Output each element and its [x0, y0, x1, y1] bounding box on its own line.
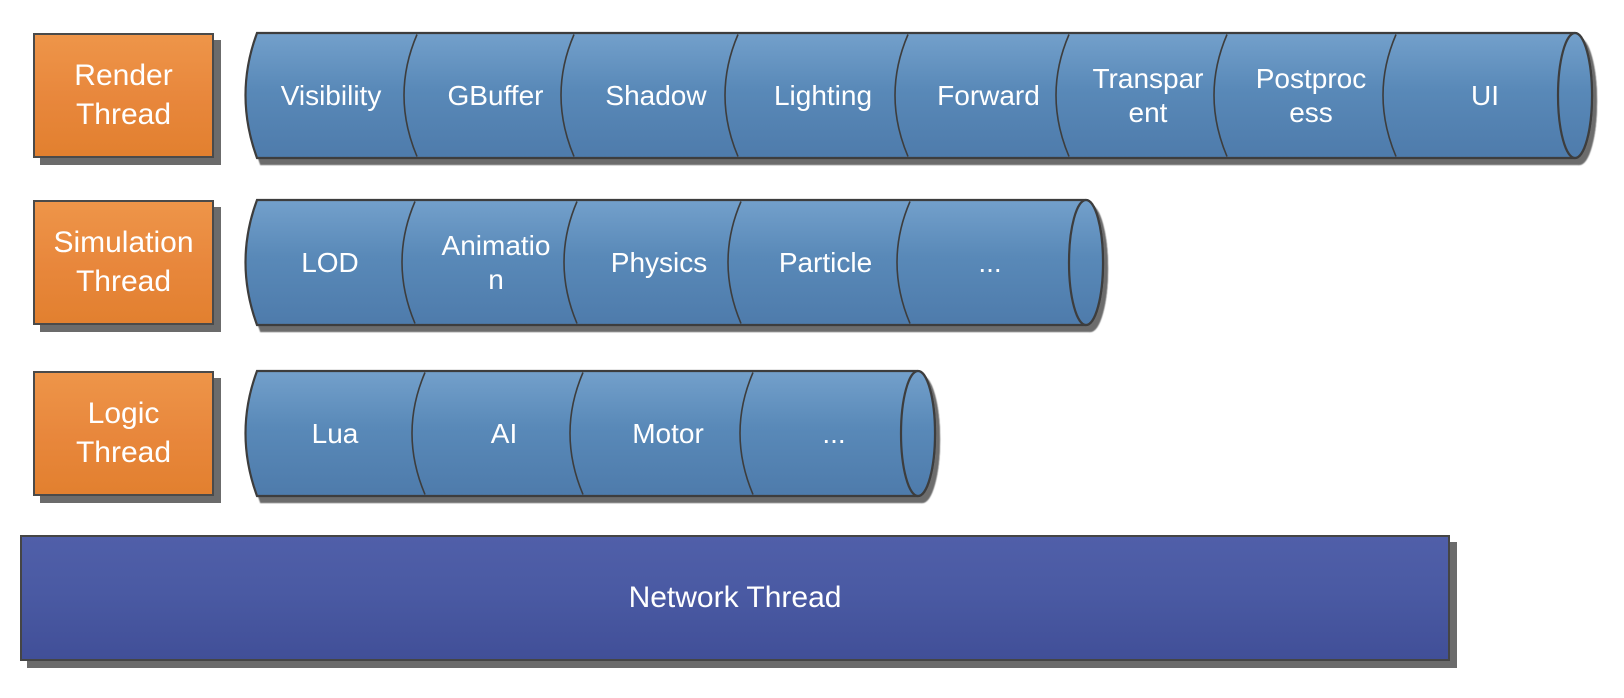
cylinder-end-cap [899, 369, 937, 498]
stage-divider [1055, 34, 1070, 157]
network-thread-bar: Network Thread [20, 535, 1450, 661]
stage-divider [739, 372, 754, 495]
stage-label-more-logic: ... [822, 417, 846, 449]
stage-divider [563, 201, 578, 324]
stage-label-more-simulation: ... [978, 246, 1002, 278]
stage-label-animation: Animation [441, 230, 551, 295]
stage-label-particle: Particle [778, 246, 873, 278]
stage-label-visibility: Visibility [280, 79, 382, 111]
stage-divider [724, 34, 739, 157]
simulation-pipeline-cylinder [244, 198, 1105, 327]
stage-label-lighting: Lighting [773, 79, 873, 111]
stage-label-lod: LOD [301, 246, 359, 278]
stage-divider [560, 34, 575, 157]
stage-divider [569, 372, 584, 495]
stage-label-motor: Motor [632, 417, 704, 449]
stage-divider [403, 34, 418, 157]
stage-label-physics: Physics [610, 246, 708, 278]
thread-label-render: Render Thread [74, 59, 173, 131]
thread-box-render: Render Thread [33, 33, 214, 158]
cylinder-end-cap [1556, 31, 1594, 160]
stage-label-shadow: Shadow [605, 79, 707, 111]
stage-label-gbuffer: GBuffer [447, 79, 544, 111]
stage-divider [411, 372, 426, 495]
stage-label-lua: Lua [311, 417, 359, 449]
network-thread-label: Network Thread [628, 581, 842, 614]
thread-box-logic: Logic Thread [33, 371, 214, 496]
stage-divider [896, 201, 911, 324]
stage-label-transparent: Transparent [1092, 63, 1204, 128]
thread-label-simulation: Simulation Thread [53, 226, 194, 298]
stage-divider [894, 34, 909, 157]
stage-label-ai: AI [490, 417, 518, 449]
stage-divider [1382, 34, 1397, 157]
cylinder-end-cap [1067, 198, 1105, 327]
stage-divider [1213, 34, 1228, 157]
stage-divider [401, 201, 416, 324]
stage-divider [727, 201, 742, 324]
logic-pipeline-cylinder [244, 369, 937, 498]
thread-label-logic: Logic Thread [75, 397, 172, 469]
thread-box-simulation: Simulation Thread [33, 200, 214, 325]
stage-label-ui: UI [1471, 79, 1499, 111]
render-pipeline-cylinder [244, 31, 1594, 160]
stage-label-postprocess: Postprocess [1255, 63, 1367, 128]
stage-label-forward: Forward [937, 79, 1040, 111]
